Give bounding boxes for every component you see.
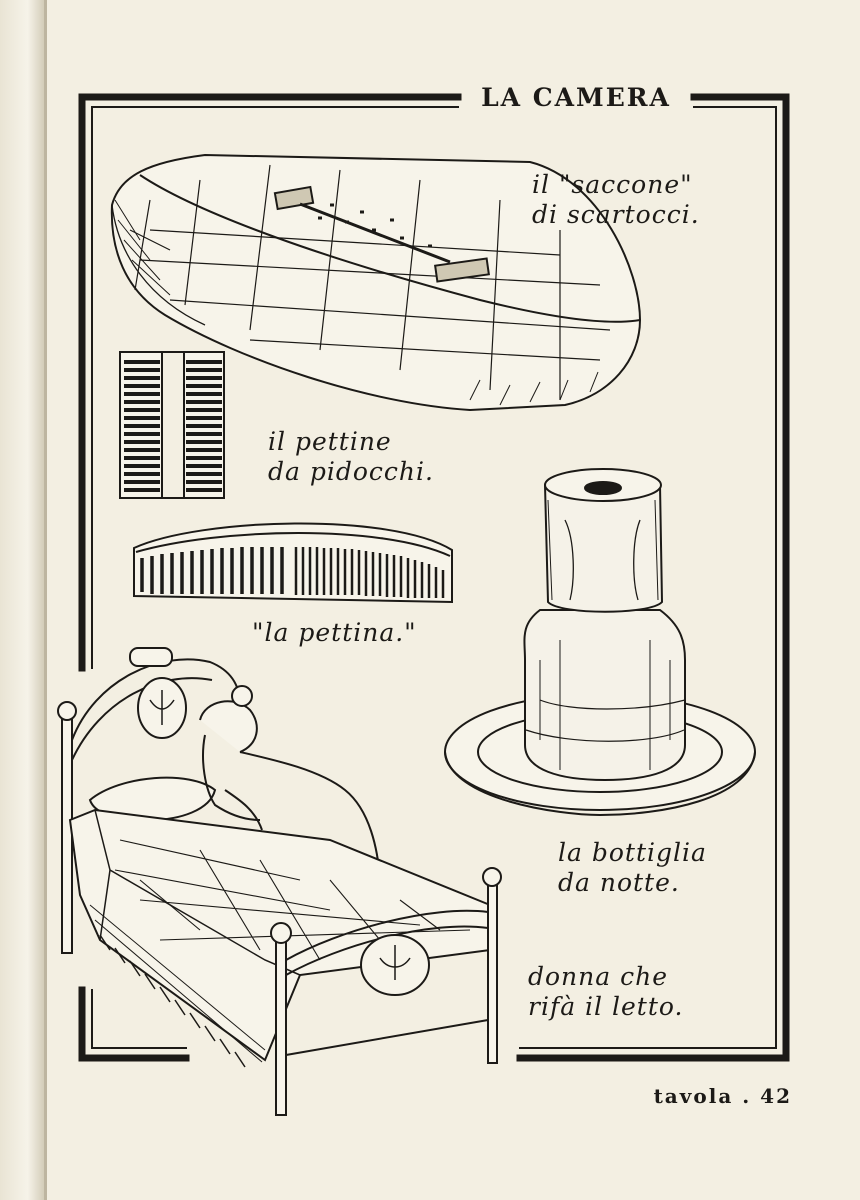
caption-pettine-line1: il pettine (268, 427, 392, 456)
caption-pettine-line2: da pidocchi. (268, 457, 434, 486)
caption-saccone-line1: il "saccone" (532, 170, 693, 199)
frame-border (78, 93, 790, 1062)
page-edge (44, 0, 47, 1200)
saccone-drawing (110, 153, 642, 412)
bed-woman-drawing (57, 647, 502, 1116)
page-gutter (0, 0, 46, 1200)
caption-saccone: il "saccone" di scartocci. (532, 170, 700, 230)
caption-pettina-line1: "la pettina." (252, 618, 417, 647)
plate-number: tavola . 42 (653, 1084, 792, 1108)
lice-comb-drawing (119, 351, 225, 499)
caption-donna: donna che rifà il letto. (528, 962, 683, 1022)
hair-comb-drawing (133, 522, 453, 604)
caption-bottiglia-line1: la bottiglia (558, 838, 707, 867)
caption-saccone-line2: di scartocci. (532, 200, 700, 229)
caption-donna-line1: donna che (528, 962, 669, 991)
caption-pettine: il pettine da pidocchi. (268, 427, 434, 487)
caption-bottiglia: la bottiglia da notte. (558, 838, 707, 898)
caption-bottiglia-line2: da notte. (558, 868, 680, 897)
caption-donna-line2: rifà il letto. (528, 992, 684, 1021)
page-title: LA CAMERA (462, 80, 690, 116)
night-bottle-drawing (444, 468, 756, 817)
caption-pettina: "la pettina." (252, 618, 417, 648)
